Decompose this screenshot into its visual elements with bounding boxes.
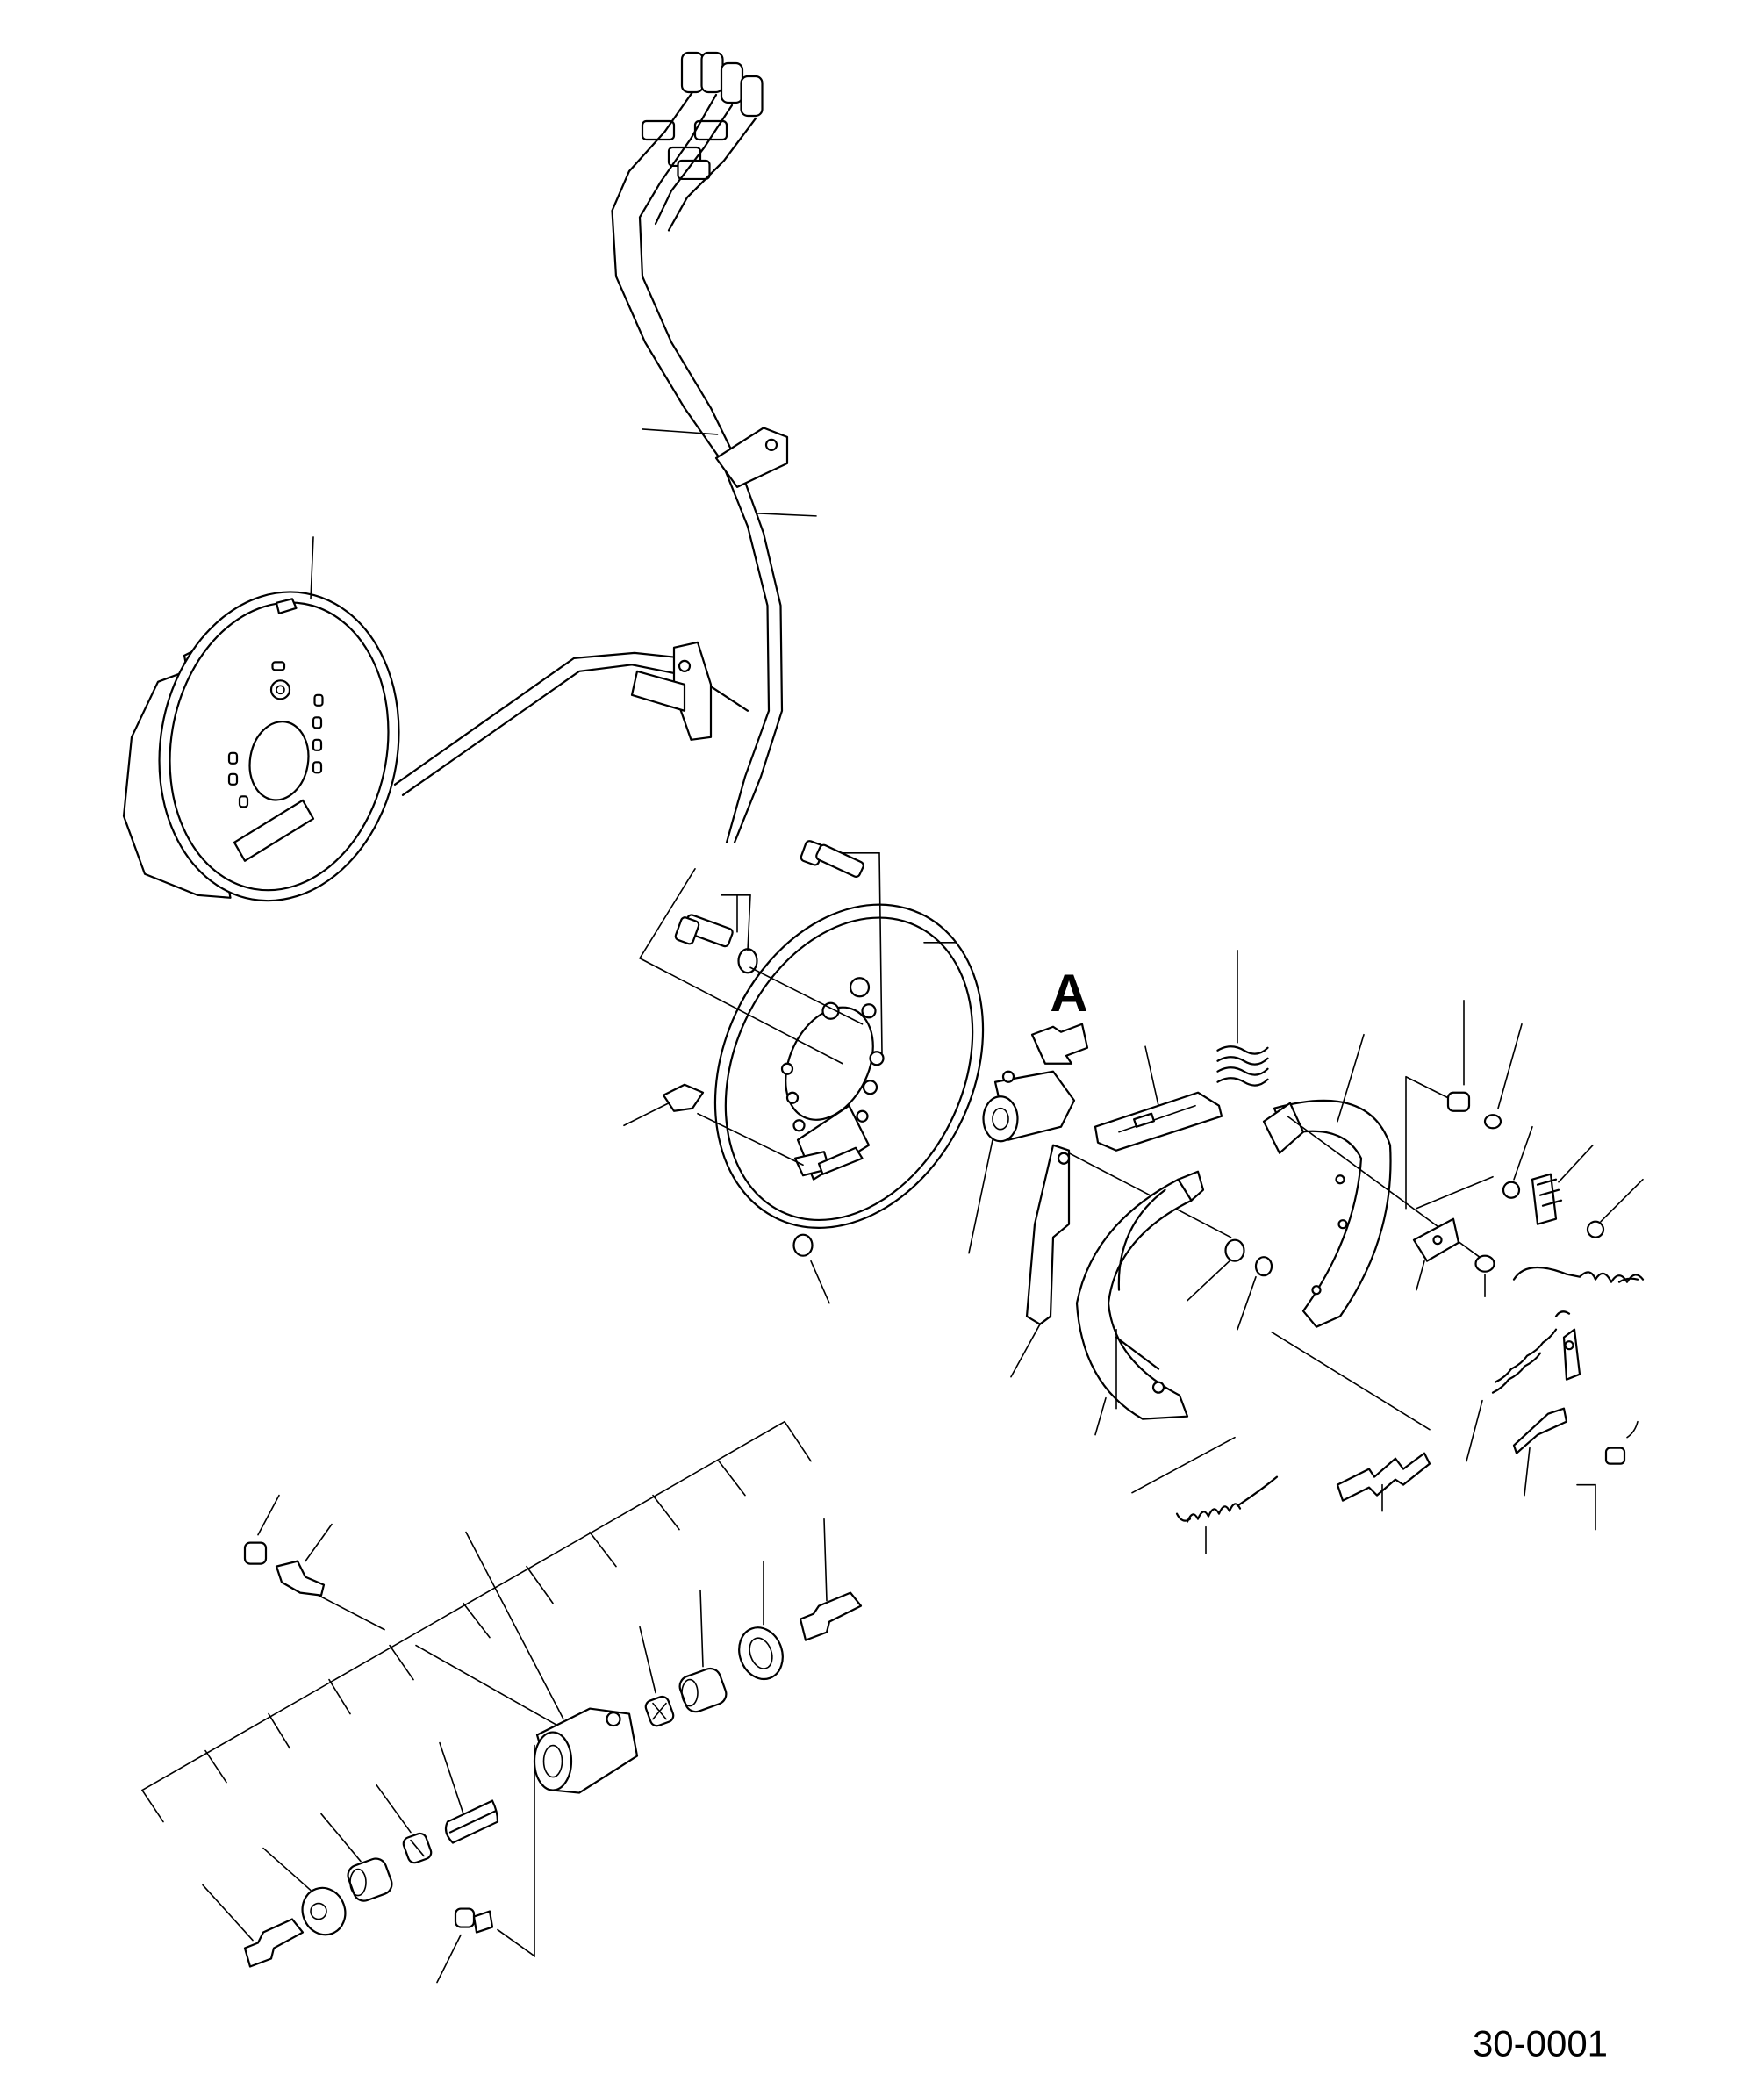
drawing-number: 30-0001	[1473, 2023, 1608, 2064]
brake-backing-plate-icon	[664, 861, 1034, 1272]
parking-brake-drum-icon	[124, 573, 423, 920]
cable-clamp-upper	[716, 427, 787, 486]
clip-nut	[1606, 1422, 1638, 1464]
wheel-cylinder-icon	[984, 1072, 1075, 1141]
piston-left	[345, 1856, 395, 1904]
wheel-cylinder-icon	[534, 1709, 637, 1793]
adjuster-nut	[1448, 1093, 1501, 1128]
push-rod-right	[800, 1593, 861, 1640]
spring-icon	[446, 1801, 498, 1843]
adjuster-plate	[1414, 1219, 1495, 1272]
bolt-icon	[675, 840, 865, 973]
cable-clamp-lower	[632, 642, 711, 740]
view-label-a: A	[1050, 964, 1087, 1023]
spring-icon	[1493, 1311, 1569, 1392]
dust-boot-left	[296, 1882, 352, 1941]
spring-icon	[1503, 1174, 1603, 1238]
brake-shoe-icon	[1077, 1172, 1203, 1419]
parking-lever	[1027, 1145, 1231, 1324]
lever-link	[1514, 1409, 1567, 1454]
bolt-icon	[455, 1909, 492, 1933]
view-direction-arrow	[1032, 1024, 1087, 1064]
push-rod-left	[245, 1920, 303, 1967]
cable-connector-terminals	[642, 53, 763, 179]
spring-icon	[1218, 1046, 1268, 1085]
piston-cup-right	[644, 1695, 676, 1727]
spring-icon	[1514, 1267, 1643, 1282]
bleeder-screw	[245, 1543, 324, 1596]
adjuster-strut	[1095, 1093, 1222, 1151]
brake-shoe-rear	[1264, 1101, 1485, 1327]
spring-icon	[1177, 1477, 1277, 1522]
piston-cup-left	[402, 1832, 434, 1864]
hold-down-pin	[1564, 1330, 1580, 1380]
dust-boot-right	[732, 1621, 790, 1685]
adjuster-screw	[1337, 1454, 1430, 1501]
cam-clip	[663, 1085, 813, 1256]
piston-right	[677, 1666, 728, 1715]
